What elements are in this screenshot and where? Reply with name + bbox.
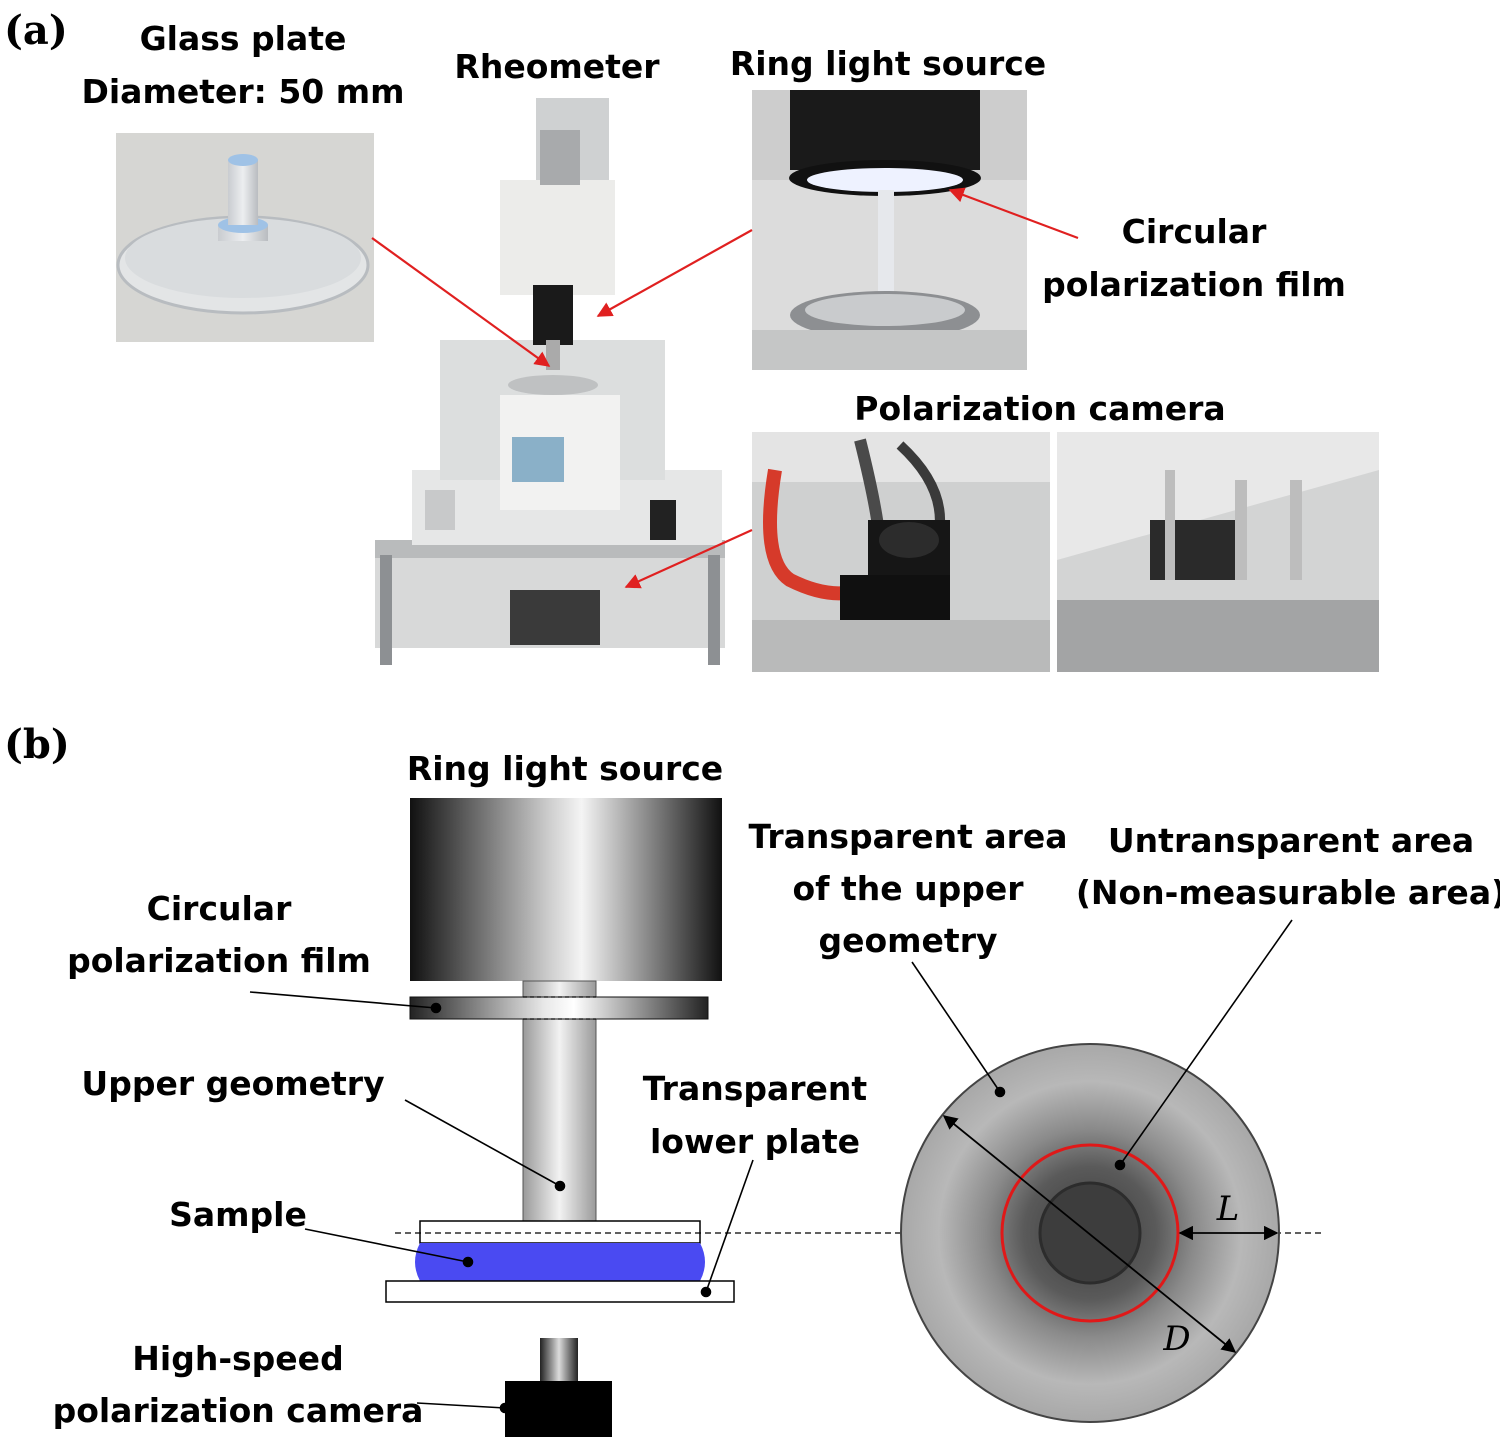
- high-speed-camera: [505, 1338, 612, 1437]
- upper-plate: [419, 1220, 701, 1244]
- circular-film-b-line1: Circular: [147, 889, 292, 928]
- panel-b-tag: (b): [4, 721, 70, 768]
- circular-film-a-line1: Circular: [1122, 212, 1267, 251]
- glass-plate-photo: [116, 133, 374, 342]
- glass-plate-title: Glass plate: [140, 19, 347, 58]
- upper-geometry-label: Upper geometry: [81, 1064, 384, 1103]
- panel-b-leader-lines: [249, 991, 754, 1414]
- sample-label: Sample: [169, 1195, 307, 1234]
- hs-camera-line2: polarization camera: [53, 1391, 424, 1430]
- sample-liquid: [415, 1243, 705, 1281]
- transparent-area-line1: Transparent area: [748, 817, 1067, 856]
- polarization-camera-title: Polarization camera: [854, 389, 1225, 428]
- hs-camera-line1: High-speed: [132, 1339, 343, 1378]
- polarization-camera-photo-left: [752, 432, 1050, 672]
- rheometer-title: Rheometer: [454, 47, 660, 86]
- circular-film-b: [409, 996, 709, 1020]
- glass-plate-diameter: Diameter: 50 mm: [81, 72, 404, 111]
- transparent-lower-line2: lower plate: [650, 1122, 860, 1161]
- ring-light-photo: [752, 90, 1027, 370]
- untransparent-line2: (Non-measurable area): [1076, 873, 1500, 912]
- ring-light-block: [410, 798, 722, 981]
- panel-a-leader-lines: [371, 187, 1079, 589]
- polarization-camera-photo-right: [1057, 432, 1379, 672]
- circular-film-a-line2: polarization film: [1042, 265, 1346, 304]
- transparent-area-line3: geometry: [818, 921, 997, 960]
- transparent-area-line2: of the upper: [792, 869, 1024, 908]
- ring-light-title-a: Ring light source: [730, 44, 1046, 83]
- circular-film-b-line2: polarization film: [67, 941, 371, 980]
- dimension-L-label: L: [1216, 1189, 1240, 1229]
- panel-a-tag: (a): [4, 7, 68, 54]
- rheometer-photo: [375, 98, 725, 665]
- untransparent-line1: Untransparent area: [1108, 821, 1474, 860]
- dimension-D-label: D: [1162, 1319, 1190, 1359]
- transparent-lower-line1: Transparent: [643, 1069, 868, 1108]
- ring-light-title-b: Ring light source: [407, 749, 723, 788]
- transparent-lower-plate: [385, 1280, 735, 1303]
- dimension-D-arrow: [942, 1115, 1237, 1353]
